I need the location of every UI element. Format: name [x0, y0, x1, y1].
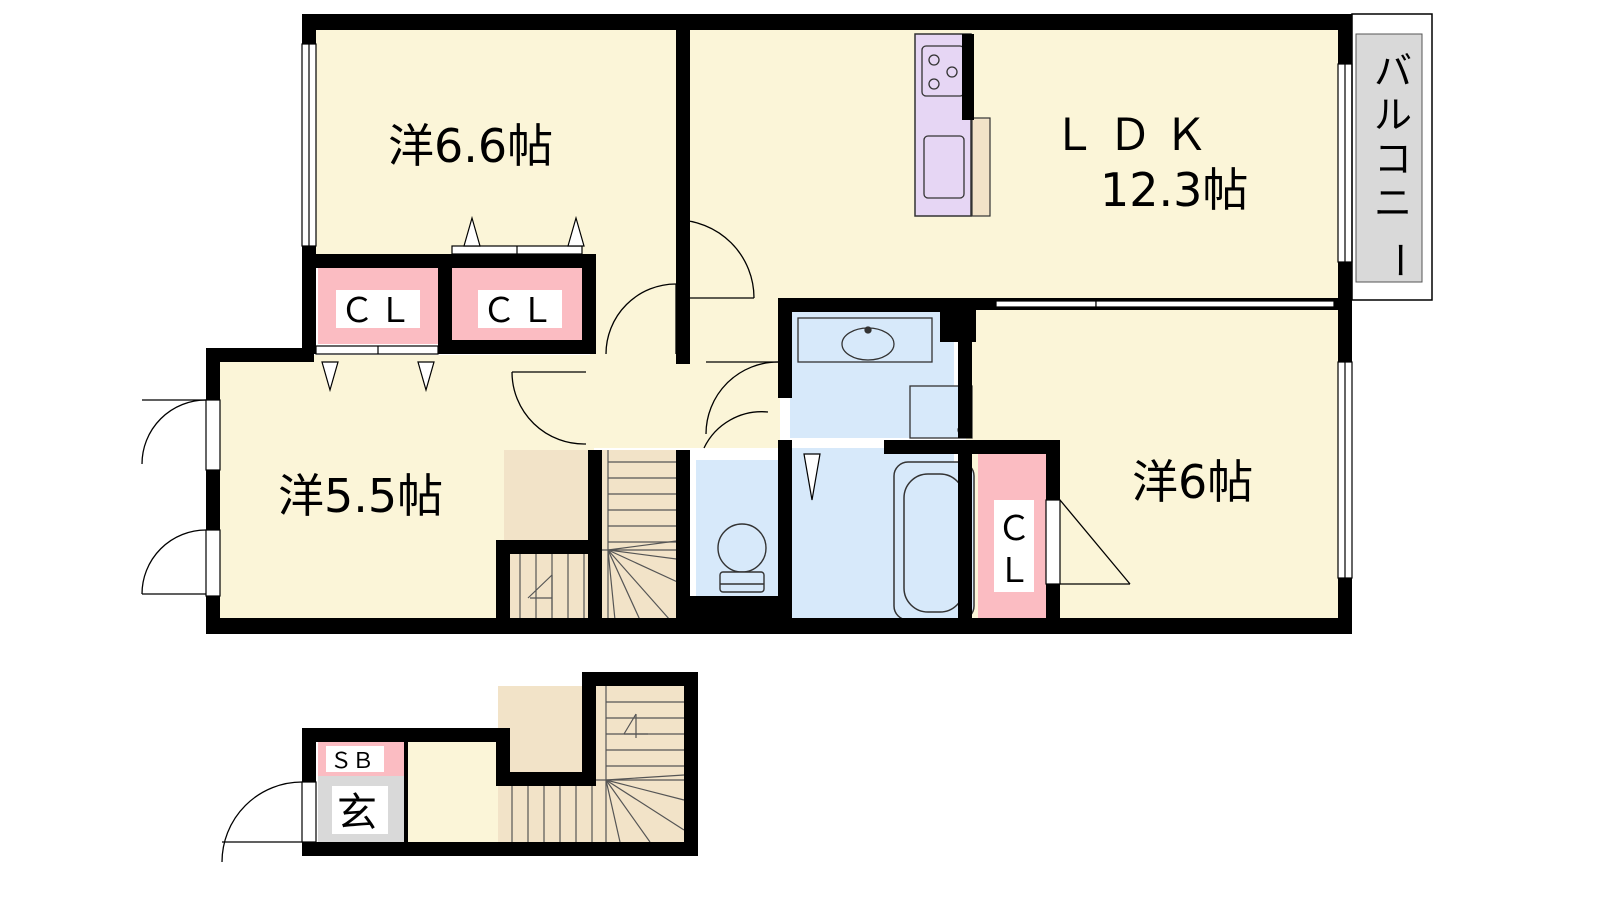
sliding-door [995, 300, 1335, 308]
tub-inner [903, 473, 965, 613]
shoe-box-label: ＳＢ [330, 749, 374, 774]
closet-1-label: ＣＬ [340, 291, 416, 331]
kitchen [914, 33, 991, 217]
lower-hall-floor [408, 742, 498, 842]
room-label-ldk-name: ＬＤＫ [1052, 110, 1220, 161]
kitchen-side-panel [971, 117, 991, 217]
entrance-door-frame [301, 781, 317, 843]
room-label-western-b: 洋5.5帖 [278, 469, 443, 523]
closet-2-label-bg [478, 290, 562, 328]
windows [205, 43, 1353, 597]
toilet-bowl [717, 523, 767, 573]
stair-lines-lower [498, 686, 685, 843]
entrance-label: 玄 [337, 790, 377, 836]
toilet [717, 523, 767, 593]
closet-1-label-bg [336, 290, 420, 328]
faucet-icon [864, 326, 872, 334]
toilet-tank [719, 571, 765, 593]
lower-walls [302, 672, 698, 856]
closet-3-label-l: Ｌ [997, 551, 1031, 591]
walls [206, 14, 1352, 634]
balcony-outline [1351, 13, 1433, 301]
sink [923, 135, 965, 199]
balcony-char: コ [1374, 137, 1412, 181]
balcony-label: バ ル コ ニ ー [1374, 49, 1421, 279]
shoe-box-label-bg [326, 746, 384, 772]
closet-3-label-bg [994, 500, 1034, 592]
washroom-fixtures [797, 317, 973, 439]
closet-2-label: ＣＬ [482, 291, 558, 331]
burner-icon [928, 54, 940, 66]
stove [921, 45, 965, 97]
ldk-floor [684, 28, 1340, 298]
closet-3-label-c: Ｃ [997, 509, 1031, 549]
balcony-char: バ [1374, 49, 1412, 93]
burner-icon [928, 78, 940, 90]
western-room-a-floor [310, 28, 684, 258]
balcony-railing [1355, 33, 1423, 283]
balcony-floor [1356, 34, 1422, 282]
entrance-label-bg [332, 786, 388, 834]
room-label-western-a: 洋6.6帖 [388, 119, 553, 173]
balcony-char: ル [1374, 93, 1412, 137]
burner-icon [946, 66, 958, 78]
room-label-ldk-size: 12.3帖 [1100, 163, 1248, 217]
balcony-char: ー [1377, 241, 1421, 279]
room-labels: 洋6.6帖 ＬＤＫ 12.3帖 洋5.5帖 洋6帖 バ ル コ ニ ー ＣＬ Ｃ… [278, 49, 1421, 836]
closet-doors [315, 215, 1061, 585]
doors [141, 219, 1131, 863]
bathtub [893, 461, 975, 621]
room-label-western-c: 洋6帖 [1132, 455, 1253, 509]
balcony-char: ニ [1374, 181, 1412, 225]
